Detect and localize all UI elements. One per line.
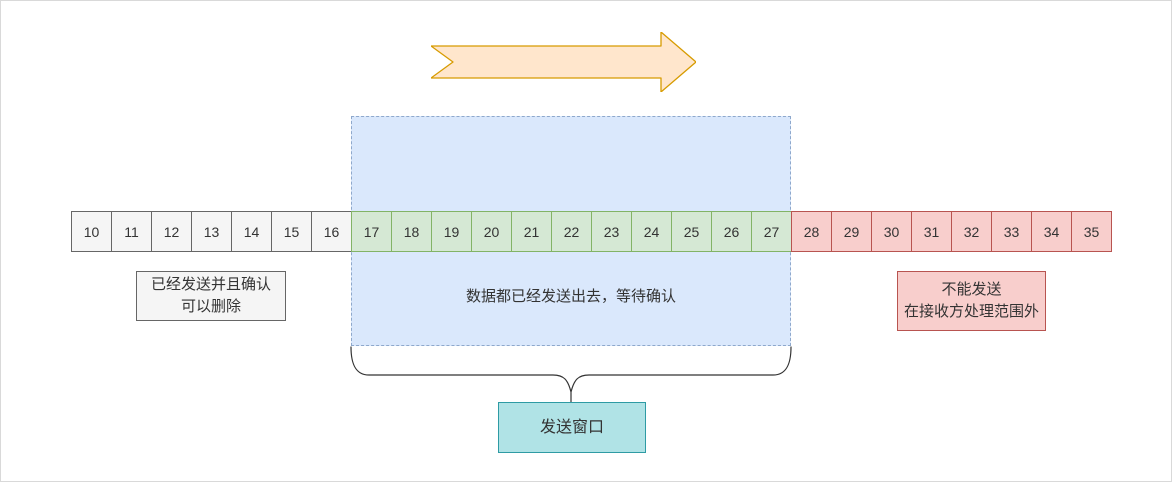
acked-note-line2: 可以删除: [180, 298, 241, 315]
sequence-cell: 14: [231, 211, 272, 252]
sequence-cell: 34: [1031, 211, 1072, 252]
sequence-cell: 29: [831, 211, 872, 252]
acked-note-line1: 已经发送并且确认: [150, 276, 271, 294]
send-window-label-box: 发送窗口: [498, 402, 646, 453]
sequence-cell: 12: [151, 211, 192, 252]
sequence-cell: 31: [911, 211, 952, 252]
sequence-cell: 35: [1071, 211, 1112, 252]
in-flight-note: 数据都已经发送出去，等待确认: [465, 288, 676, 305]
sequence-cell: 20: [471, 211, 512, 252]
sequence-cell: 28: [791, 211, 832, 252]
sequence-cell: 22: [551, 211, 592, 252]
sequence-cell: 18: [391, 211, 432, 252]
direction-arrow-icon: [431, 32, 696, 92]
sequence-cell: 10: [71, 211, 112, 252]
cannot-send-line1: 不能发送: [941, 281, 1002, 299]
sequence-cell: 30: [871, 211, 912, 252]
sequence-cell: 32: [951, 211, 992, 252]
sequence-cell: 26: [711, 211, 752, 252]
cannot-send-line2: 在接收方处理范围外: [903, 303, 1039, 320]
sequence-cell: 16: [311, 211, 352, 252]
sequence-cell: 13: [191, 211, 232, 252]
sequence-cell: 15: [271, 211, 312, 252]
sequence-cell: 21: [511, 211, 552, 252]
sequence-cell: 17: [351, 211, 392, 252]
send-window-label: 发送窗口: [539, 418, 604, 436]
sequence-cell: 23: [591, 211, 632, 252]
sequence-cell: 11: [111, 211, 152, 252]
acked-note-box: 已经发送并且确认 可以删除: [136, 271, 286, 321]
sequence-cell: 33: [991, 211, 1032, 252]
cannot-send-note-box: 不能发送 在接收方处理范围外: [897, 271, 1046, 331]
sequence-cell: 27: [751, 211, 792, 252]
sequence-cell: 25: [671, 211, 712, 252]
sequence-cell: 19: [431, 211, 472, 252]
sequence-cell: 24: [631, 211, 672, 252]
